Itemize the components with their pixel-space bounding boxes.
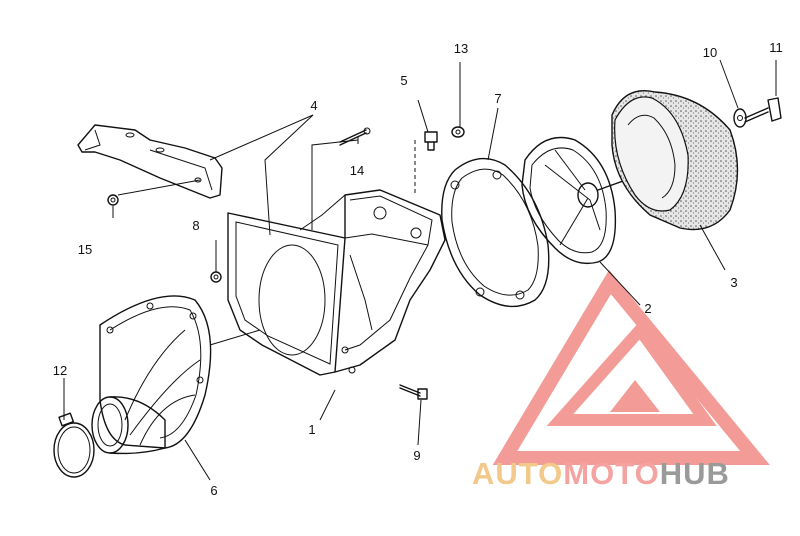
logo-outer-triangle xyxy=(492,269,770,465)
callout-9: 9 xyxy=(413,448,420,463)
part-12-clamp xyxy=(53,412,95,478)
watermark-logo xyxy=(492,269,770,465)
svg-text:AUTOMOTOHUB: AUTOMOTOHUB xyxy=(472,456,730,491)
callout-6: 6 xyxy=(210,483,217,498)
part-3-foam-filter xyxy=(611,90,739,231)
part-9-bolt xyxy=(399,384,428,400)
callout-1: 1 xyxy=(308,422,315,437)
callout-11: 11 xyxy=(769,40,783,55)
watermark-hub: HUB xyxy=(660,456,730,491)
watermark-moto: MOTO xyxy=(563,456,659,491)
logo-inner-mark xyxy=(610,380,660,412)
part-6-intake xyxy=(91,295,212,455)
callout-14: 14 xyxy=(350,163,364,178)
part-13-washer xyxy=(451,126,465,138)
part-15-nut xyxy=(107,194,119,206)
callout-12: 12 xyxy=(53,363,67,378)
part-4-shield xyxy=(77,124,223,199)
part-11-knob-bolt xyxy=(744,97,782,123)
part-10-washer xyxy=(733,108,747,128)
logo-inner-triangle xyxy=(546,320,717,426)
callout-4: 4 xyxy=(310,98,317,113)
callout-10: 10 xyxy=(703,45,717,60)
callout-2: 2 xyxy=(644,301,651,316)
part-7-gasket xyxy=(441,157,550,308)
callout-5: 5 xyxy=(400,73,407,88)
part-14-screw xyxy=(339,127,371,146)
leader-lines xyxy=(63,59,777,481)
callout-labels: 1 2 3 4 5 6 7 8 9 10 11 12 13 14 15 xyxy=(53,40,783,498)
callout-8: 8 xyxy=(192,218,199,233)
callout-7: 7 xyxy=(494,91,501,106)
part-5-bolt xyxy=(424,131,438,151)
watermark-wordmark: AUTOMOTOHUB xyxy=(472,456,730,491)
watermark-auto: AUTO xyxy=(472,456,563,491)
callout-13: 13 xyxy=(454,41,468,56)
part-1-airbox xyxy=(227,189,446,376)
part-8-nut xyxy=(210,271,222,283)
callout-3: 3 xyxy=(730,275,737,290)
callout-15: 15 xyxy=(78,242,92,257)
